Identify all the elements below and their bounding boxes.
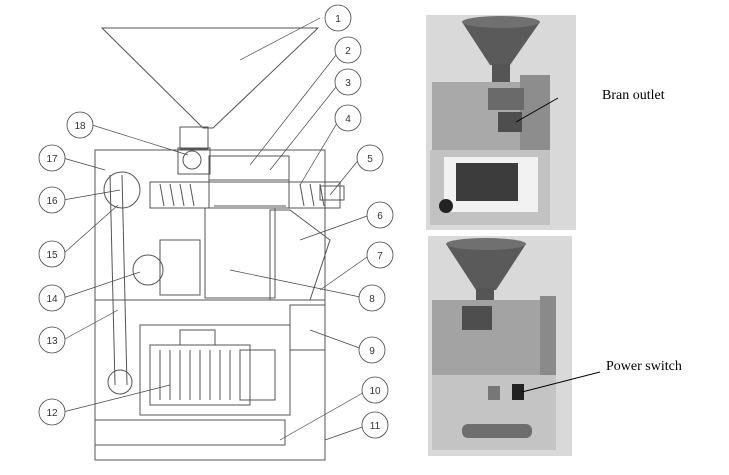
callout-circle-16	[38, 186, 66, 214]
terminal-box	[179, 329, 216, 346]
callout-5: 5	[367, 154, 373, 165]
callout-17: 17	[46, 154, 58, 165]
callout-circle-15	[38, 240, 66, 268]
gauge-housing	[177, 147, 211, 175]
upper-pulley	[103, 171, 141, 209]
motor	[456, 163, 518, 201]
motor-enclosure	[139, 324, 291, 416]
callout-13: 13	[46, 336, 58, 347]
milling-chamber	[208, 155, 290, 181]
callout-8: 8	[369, 294, 375, 305]
callout-9: 9	[369, 346, 375, 357]
leader-lines	[62, 17, 371, 441]
callout-circle-5	[356, 144, 384, 172]
lower-housing	[204, 207, 276, 299]
callout-7: 7	[377, 251, 383, 262]
pressure-gauge	[182, 150, 202, 170]
outlet-nozzle	[319, 185, 345, 201]
callout-15: 15	[46, 250, 58, 261]
callout-circle-13	[38, 326, 66, 354]
technical-drawing	[94, 27, 345, 461]
callout-14: 14	[46, 294, 58, 305]
power-switch	[512, 384, 524, 400]
motor-end-cap	[239, 349, 276, 401]
callout-circle-4	[334, 104, 362, 132]
callout-10: 10	[369, 386, 381, 397]
callout-11: 11	[370, 421, 381, 432]
callout-circle-3	[334, 68, 362, 96]
callout-2: 2	[345, 46, 351, 57]
callout-circle-1	[324, 4, 352, 32]
callout-circle-9	[358, 336, 386, 364]
photo-bottom-front-view	[428, 236, 601, 456]
callout-circle-2	[334, 36, 362, 64]
callout-circle-18	[66, 111, 94, 139]
hopper-neck	[179, 126, 209, 150]
lower-pulley	[107, 369, 133, 395]
outlet-box	[289, 304, 326, 351]
hopper	[100, 27, 320, 129]
callout-circle-6	[366, 201, 394, 229]
bran-chute	[269, 209, 331, 301]
base-plate	[94, 419, 286, 446]
bran-outlet-spout	[498, 112, 522, 132]
fan-wheel	[132, 254, 164, 286]
screen-cylinder	[208, 179, 290, 209]
callout-circle-14	[38, 284, 66, 312]
callout-numbers: 1 2 3 4 5 6 7 8 9 10 11 12 13 14 15 16 1…	[46, 14, 383, 432]
callout-circle-7	[366, 241, 394, 269]
callout-3: 3	[345, 78, 351, 89]
callout-circle-8	[358, 284, 386, 312]
callout-circle-11	[361, 411, 389, 439]
callout-circles	[38, 4, 394, 439]
callout-circle-12	[38, 398, 66, 426]
callout-16: 16	[46, 196, 58, 207]
fan-housing	[159, 239, 201, 296]
callout-18: 18	[74, 121, 86, 132]
callout-6: 6	[377, 211, 383, 222]
callout-1: 1	[335, 14, 341, 25]
callout-4: 4	[345, 114, 351, 125]
power-switch-label: Power switch	[606, 359, 682, 374]
callout-12: 12	[46, 408, 58, 419]
callout-circle-10	[361, 376, 389, 404]
callout-circle-17	[38, 144, 66, 172]
photo-top-side-view	[426, 15, 576, 230]
bran-outlet-label: Bran outlet	[602, 88, 665, 103]
